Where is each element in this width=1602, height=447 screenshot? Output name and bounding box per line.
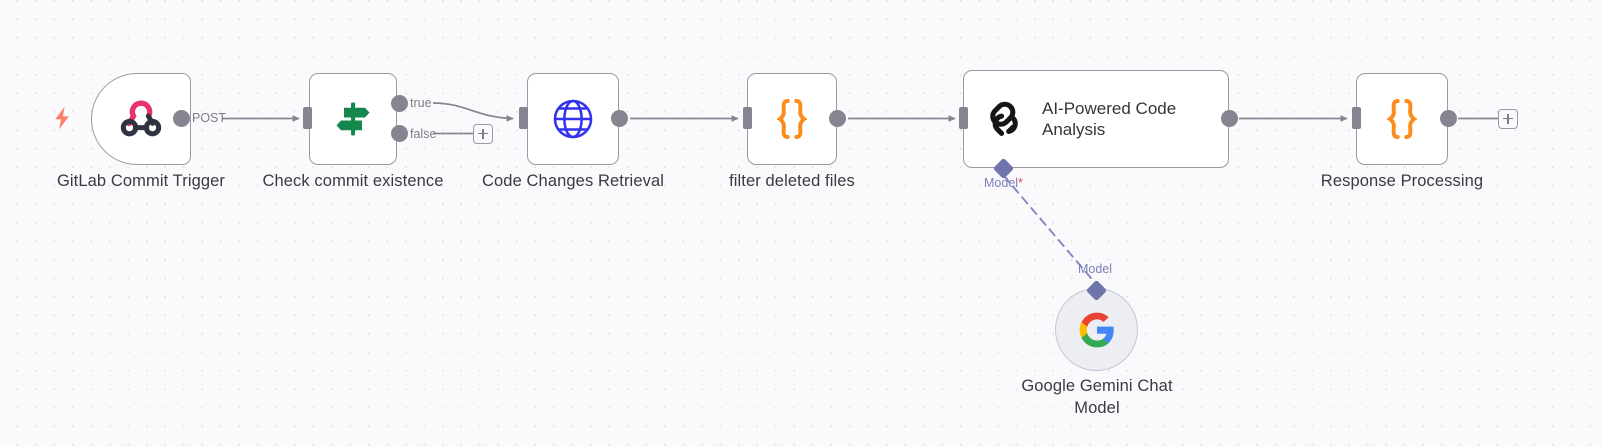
port-out-check-commit-existence-true[interactable]: [391, 94, 408, 112]
required-asterisk: *: [1018, 176, 1023, 190]
edge-label-post: POST: [192, 111, 227, 125]
edge-label-false: false: [410, 126, 437, 141]
port-in-response-processing[interactable]: [1352, 107, 1361, 129]
signpost-icon: [329, 95, 377, 143]
node-code-changes-retrieval[interactable]: [527, 73, 619, 165]
port-out-ai-powered-code-analysis[interactable]: [1221, 110, 1238, 127]
port-out-code-changes-retrieval[interactable]: [611, 110, 628, 127]
port-out-filter-deleted-files[interactable]: [829, 110, 846, 127]
port-out-check-commit-existence-false[interactable]: [391, 125, 408, 142]
add-node-after-false-button[interactable]: [473, 123, 493, 144]
node-label-code-changes-retrieval: Code Changes Retrieval: [482, 172, 664, 190]
webhook-icon: [118, 96, 164, 142]
node-title-ai-powered-code-analysis: AI-Powered Code Analysis: [1042, 99, 1177, 139]
node-ai-powered-code-analysis[interactable]: AI-Powered Code Analysis: [963, 70, 1229, 168]
node-label-gitlab-commit-trigger: GitLab Commit Trigger: [56, 172, 226, 190]
curly-braces-icon: [1380, 95, 1424, 143]
node-google-gemini-chat-model[interactable]: [1055, 288, 1138, 371]
node-label-response-processing: Response Processing: [1320, 172, 1484, 190]
globe-icon: [549, 95, 597, 143]
node-check-commit-existence[interactable]: [309, 73, 397, 165]
edge-label-model-required: Model*: [984, 176, 1023, 190]
add-node-after-response-button[interactable]: [1498, 108, 1518, 129]
google-g-icon: [1078, 311, 1116, 349]
port-in-filter-deleted-files[interactable]: [743, 107, 752, 129]
edge-label-model-sub: Model: [1078, 262, 1113, 276]
port-in-check-commit-existence[interactable]: [303, 107, 312, 129]
curly-braces-icon: [770, 95, 814, 143]
port-out-response-processing[interactable]: [1440, 110, 1457, 127]
port-in-code-changes-retrieval[interactable]: [519, 107, 528, 129]
wire-if-true-to-http: [432, 102, 514, 122]
port-in-ai-powered-code-analysis[interactable]: [959, 107, 968, 129]
node-label-google-gemini-chat-model: Google Gemini Chat Model: [1021, 377, 1173, 417]
edge-label-true: true: [410, 96, 432, 110]
node-label-check-commit-existence: Check commit existence: [262, 172, 444, 190]
edge-label-model-required-text: Model: [984, 176, 1019, 190]
chain-link-icon: [982, 97, 1026, 141]
trigger-bolt-icon: [52, 106, 72, 130]
node-filter-deleted-files[interactable]: [747, 73, 837, 165]
node-response-processing[interactable]: [1356, 73, 1448, 165]
node-label-filter-deleted-files: filter deleted files: [729, 172, 855, 190]
port-out-gitlab-commit-trigger[interactable]: [173, 110, 190, 127]
